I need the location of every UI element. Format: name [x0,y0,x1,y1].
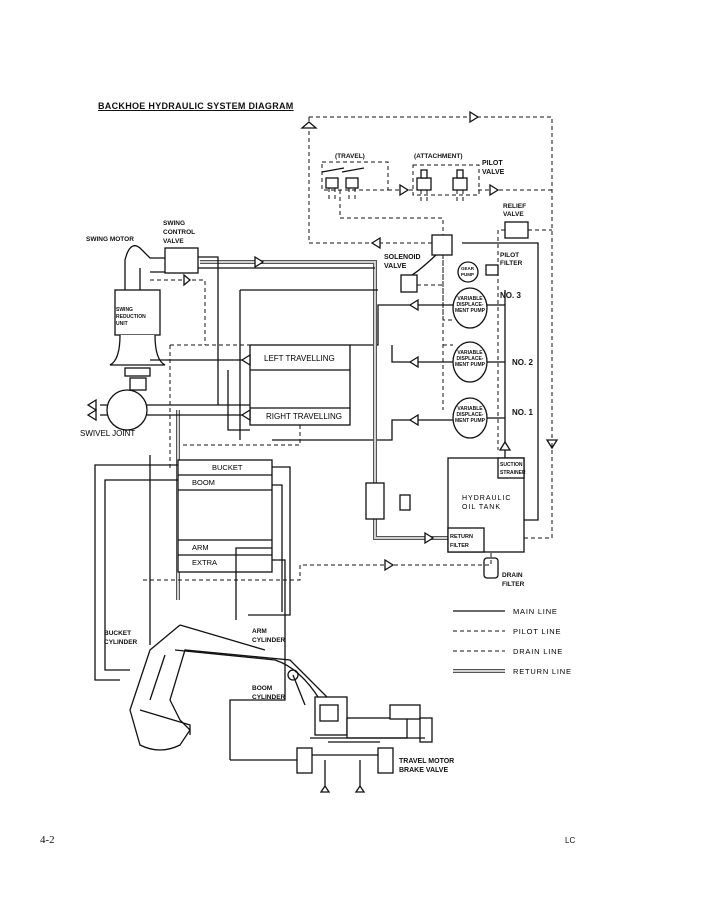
solenoid-label-2: VALVE [384,263,407,270]
no1-label: NO. 1 [512,408,533,417]
boom-cylinder-label-1: BOOM [252,685,272,692]
drain-filter [483,557,499,579]
bucket-section-label: BUCKET [212,463,243,472]
left-travelling-label: LEFT TRAVELLING [264,354,335,363]
swing-cv-label-1: SWING [163,220,185,227]
solenoid-valve-lower [400,274,418,293]
arm-cylinder-label-1: ARM [252,628,267,635]
arm-section-label: ARM [192,543,209,552]
tank-label-1: HYDRAULIC [462,495,511,502]
attachment-control-valve [177,459,273,573]
extra-section-label: EXTRA [192,558,217,567]
gear-pump [457,261,479,283]
pilot-filter-label-1: PILOT [500,252,519,259]
no2-label: NO. 2 [512,358,533,367]
swing-motor [109,245,166,391]
suction-strainer [497,457,525,479]
arm-cylinder-label-2: CYLINDER [252,637,286,644]
oil-cooler [365,482,385,520]
no3-label: NO. 3 [500,291,521,300]
travel-pilot-valves [321,167,365,200]
pilot-filter [485,264,499,276]
return-filter [447,527,485,553]
bucket-cylinder-label-1: BUCKET [104,630,131,637]
sru-label-3: UNIT [116,321,128,327]
bucket-cylinder-label-2: CYLINDER [104,639,138,646]
legend-drain-line: DRAIN LINE [513,647,563,656]
solenoid-label-1: SOLENOID [384,254,421,261]
solenoid-valve [431,234,453,256]
pump-no3 [452,287,488,329]
return-filter-label-2: FILTER [450,543,469,549]
legend: MAIN LINE PILOT LINE DRAIN LINE RETURN L… [453,607,572,676]
attachment-label: (ATTACHMENT) [414,153,463,160]
legend-pilot-line: PILOT LINE [513,627,561,636]
page-number: 4-2 [40,834,55,846]
pump-no1-label: VARIABLE DISPLACE-MENT PUMP [455,406,485,424]
boom-cylinder-label-2: CYLINDER [252,694,286,701]
legend-main-line: MAIN LINE [513,607,558,616]
hydraulic-oil-tank [447,457,525,553]
pilot-circuit [300,110,559,450]
gear-pump-label-2: PUMP [461,272,474,277]
suction-strainer-label-2: STRAINER [500,470,526,476]
swing-motor-label: SWING MOTOR [86,236,134,243]
pump-no2-label: VARIABLE DISPLACE-MENT PUMP [455,350,485,368]
footer-code: LC [565,836,576,845]
return-filter-label-1: RETURN [450,534,473,540]
relief-valve-label-2: VALVE [503,211,524,218]
relief-valve [504,221,529,239]
legend-return-line: RETURN LINE [513,667,572,676]
travel-label: (TRAVEL) [335,153,365,160]
tmbv-label-2: BRAKE VALVE [399,767,448,774]
drain-filter-label-2: FILTER [502,581,525,588]
swivel-joint-label: SWIVEL JOINT [80,429,135,438]
sru-label-2: REDUCTION [116,314,146,320]
relief-valve-label-1: RELIEF [503,203,526,210]
right-travelling-label: RIGHT TRAVELLING [266,412,342,421]
swing-control-valve [164,247,199,274]
boom-section-label: BOOM [192,478,215,487]
tmbv-label-1: TRAVEL MOTOR [399,758,454,765]
travel-control-valve [249,344,351,426]
pump-no3-label: VARIABLE DISPLACE-MENT PUMP [455,296,485,314]
swing-cv-label-2: CONTROL [163,229,195,236]
pilot-valve-label-1: PILOT [482,160,503,167]
pilot-valve-label-2: VALVE [482,169,505,176]
return-bypass-valve [399,494,411,511]
tank-label-2: OIL TANK [462,504,501,511]
attachment-pilot-valves [416,169,468,202]
swing-cv-label-3: VALVE [163,238,184,245]
gear-pump-label-1: GEAR [461,266,475,271]
diagram-title: BACKHOE HYDRAULIC SYSTEM DIAGRAM [98,101,294,111]
suction-strainer-label-1: SUCTION [500,462,523,468]
swivel-joint [106,389,148,431]
drain-filter-label-1: DRAIN [502,572,523,579]
sru-label-1: SWING [116,307,133,313]
pilot-filter-label-2: FILTER [500,260,523,267]
excavator [129,624,433,793]
